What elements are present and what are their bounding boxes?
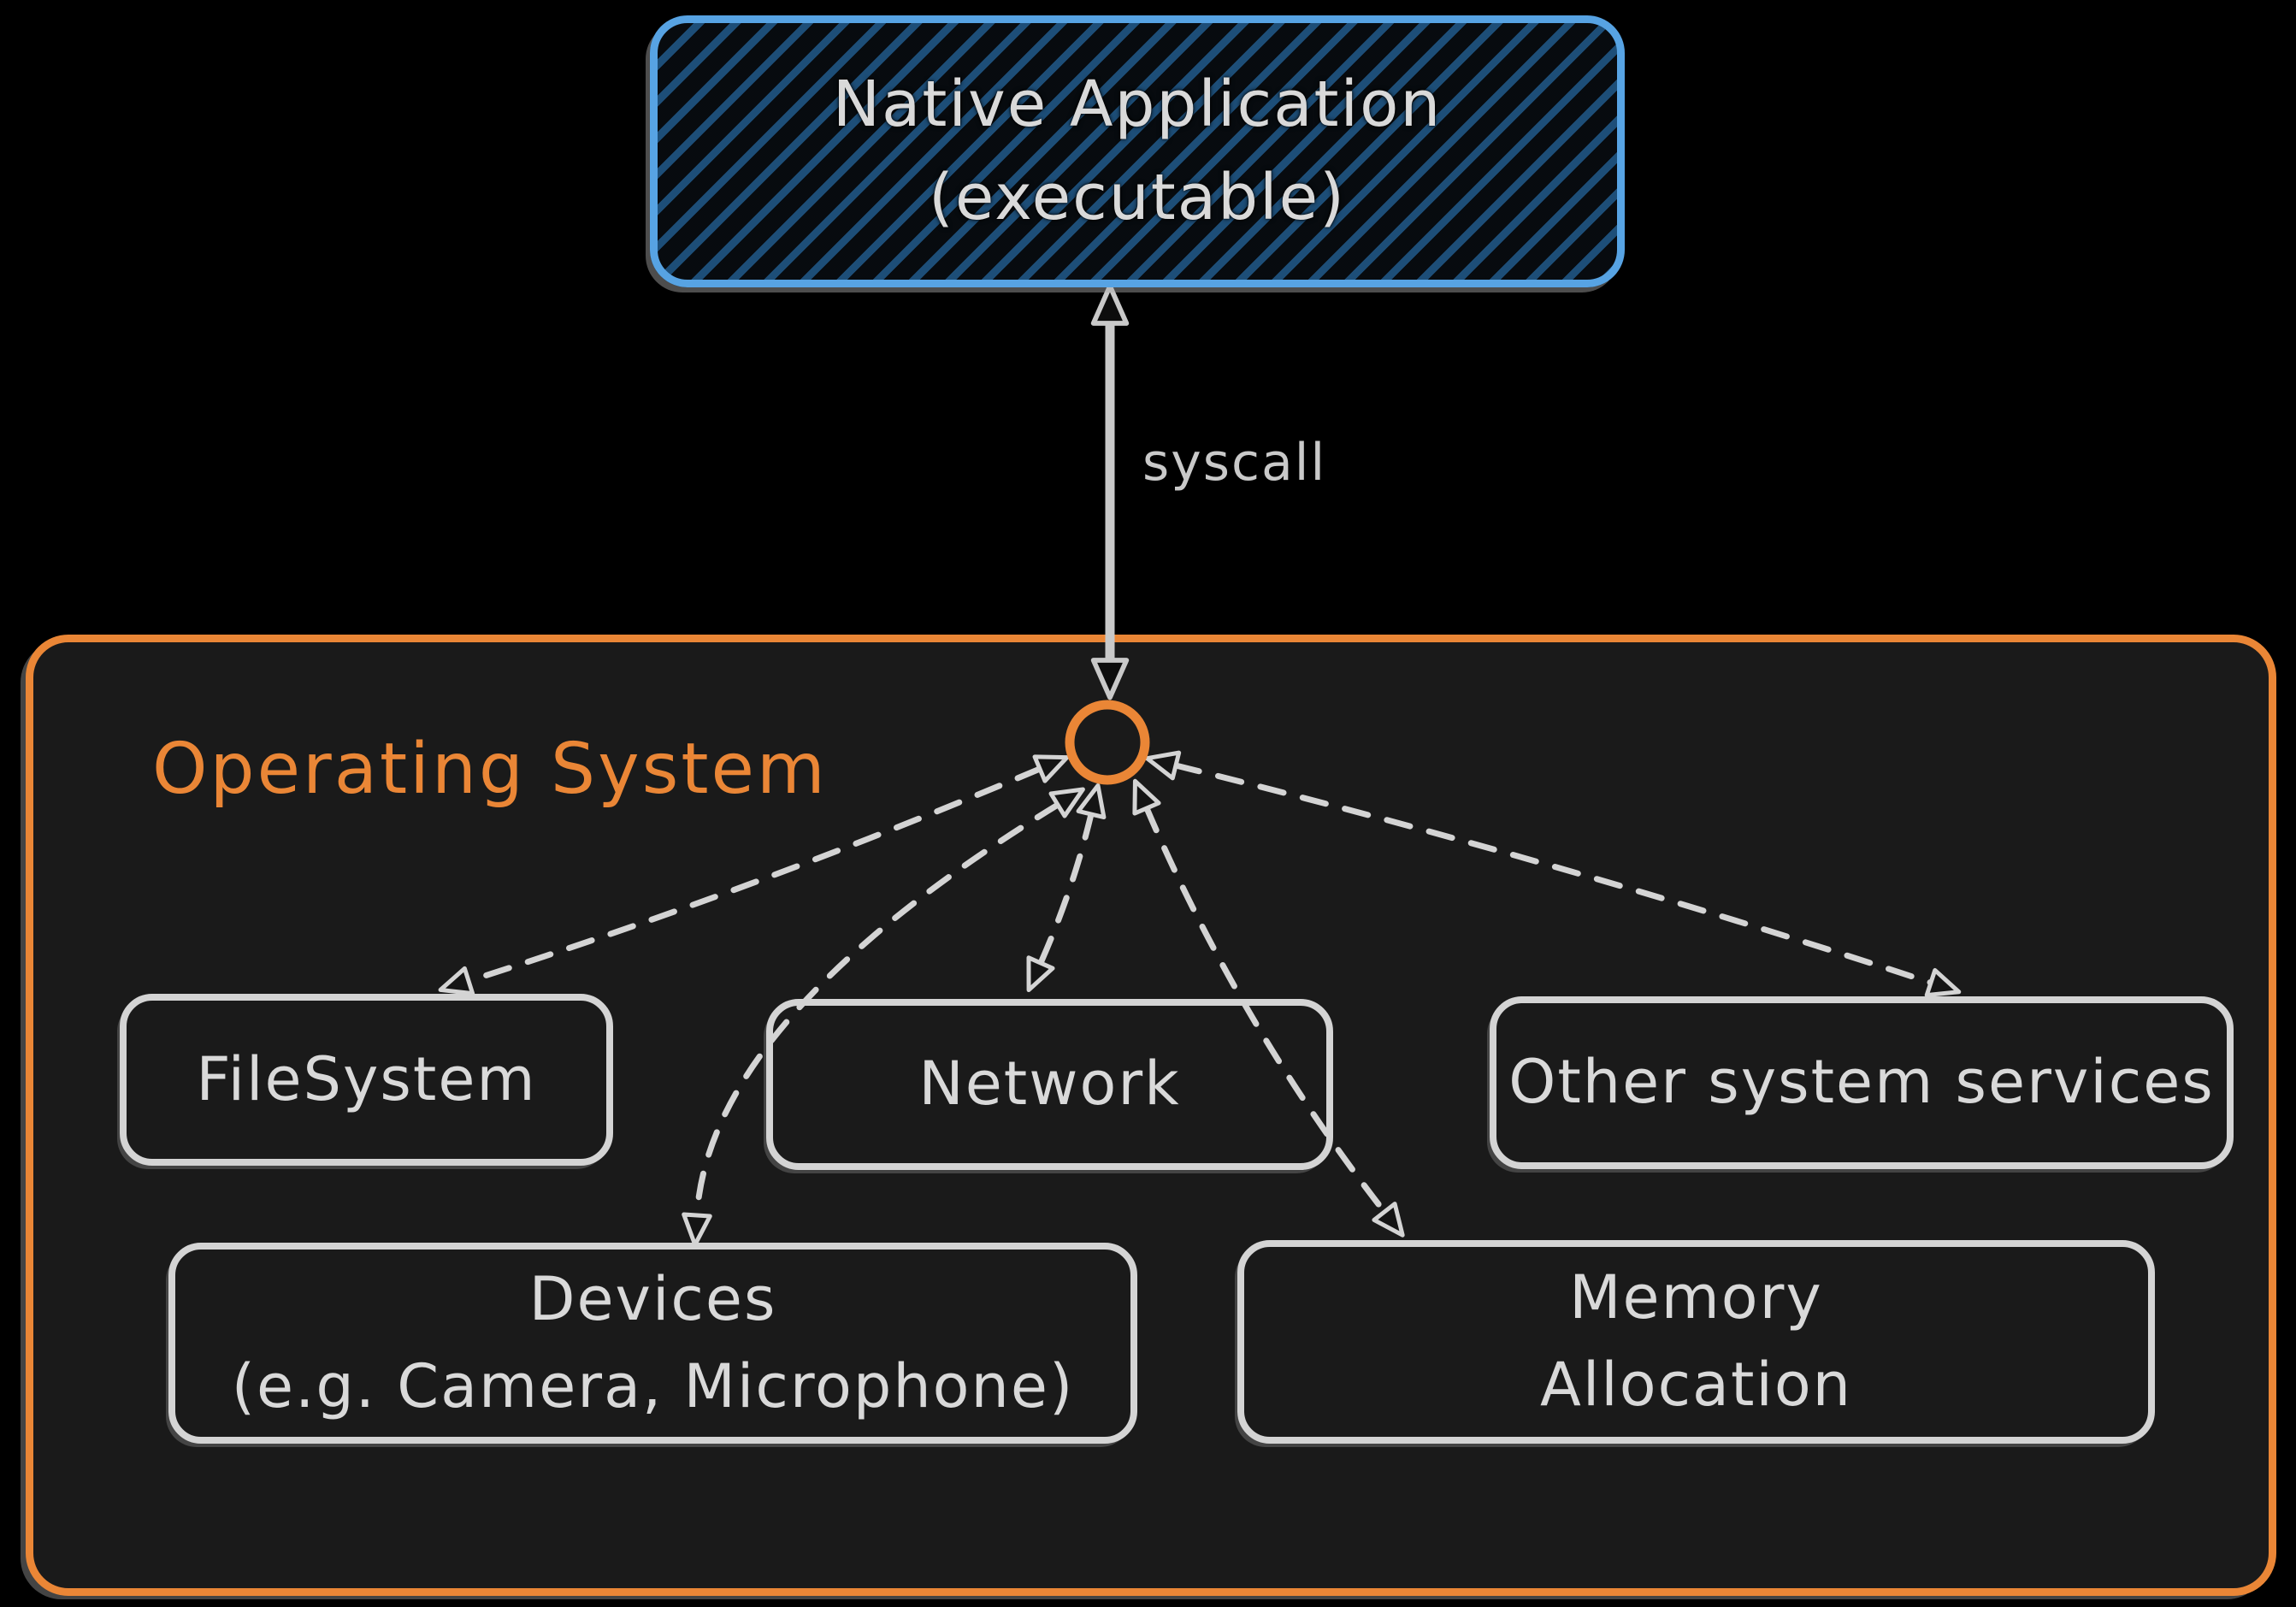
devices-node: Devices (e.g. Camera, Microphone): [168, 1243, 1137, 1444]
filesystem-node: FileSystem: [120, 994, 613, 1166]
native-application-node: Native Application (executable): [650, 15, 1625, 287]
devices-label-line1: Devices: [528, 1263, 777, 1334]
devices-label-line2: (e.g. Camera, Microphone): [231, 1350, 1075, 1421]
memory-allocation-label-line2: Allocation: [1539, 1350, 1853, 1420]
native-application-label-line1: Native Application: [832, 67, 1443, 141]
operating-system-label: Operating System: [152, 729, 828, 810]
native-application-label-line2: (executable): [928, 161, 1347, 234]
memory-allocation-label-line1: Memory: [1569, 1262, 1823, 1333]
syscall-label: syscall: [1142, 433, 1327, 493]
network-node: Network: [766, 999, 1333, 1170]
memory-allocation-node: Memory Allocation: [1237, 1240, 2155, 1444]
filesystem-label: FileSystem: [196, 1043, 537, 1114]
other-system-services-node: Other system services: [1490, 996, 2234, 1169]
network-label: Network: [918, 1049, 1181, 1120]
other-system-services-label: Other system services: [1508, 1047, 2215, 1118]
